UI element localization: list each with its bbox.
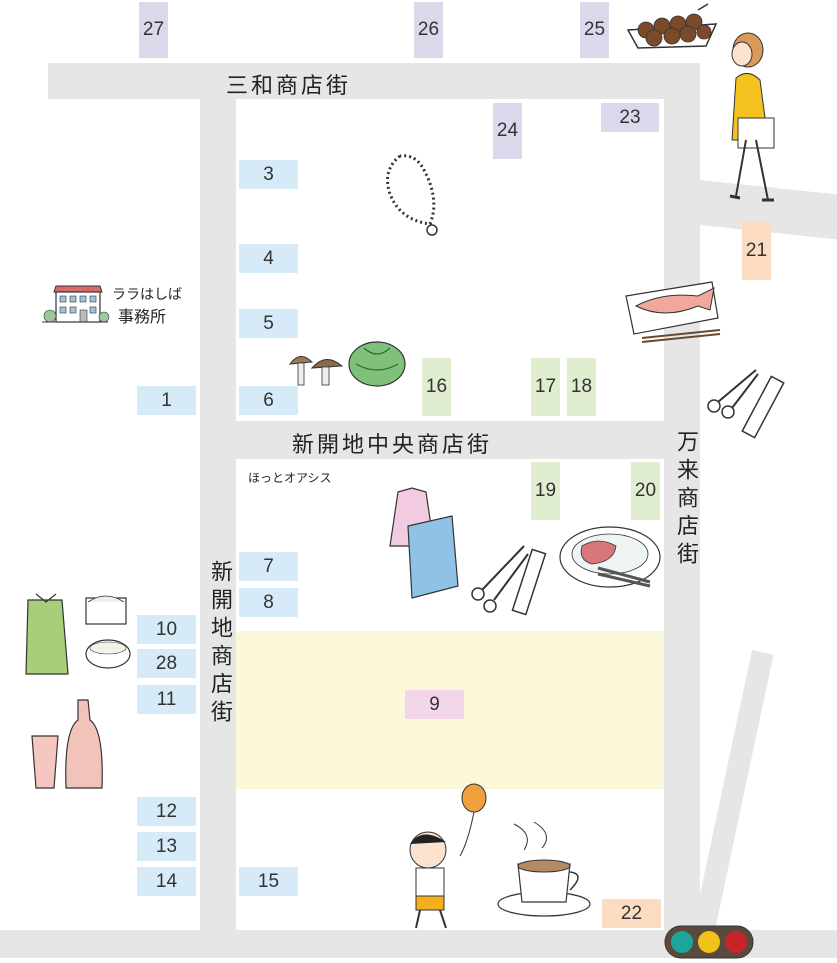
lot-25[interactable]: 25 <box>580 2 609 58</box>
lot-12[interactable]: 12 <box>137 797 196 826</box>
lot-1[interactable]: 1 <box>137 386 196 415</box>
street-name-manrai: 万来商店街 <box>673 430 698 570</box>
road-shinkaichi <box>200 99 236 931</box>
street-name-shinkaichi: 新開地商店街 <box>207 560 232 728</box>
lot-26[interactable]: 26 <box>414 2 443 58</box>
mushroom-icon <box>286 350 346 390</box>
rice-bag-icon <box>22 590 132 680</box>
lot-11[interactable]: 11 <box>137 685 196 714</box>
lot-17[interactable]: 17 <box>531 358 560 416</box>
lot-23[interactable]: 23 <box>601 103 659 132</box>
lot-27[interactable]: 27 <box>139 2 168 58</box>
coffee-cup-icon <box>494 820 594 920</box>
street-name-sanwa: 三和商店街 <box>226 74 352 99</box>
scissors-comb-icon <box>706 366 792 442</box>
street-name-chuo: 新開地中央商店街 <box>292 433 493 458</box>
lot-28[interactable]: 28 <box>137 649 196 678</box>
office-name-line2: 事務所 <box>118 307 167 326</box>
lot-21[interactable]: 21 <box>742 222 771 280</box>
lot-19[interactable]: 19 <box>531 462 560 520</box>
traffic-light-icon <box>664 925 754 959</box>
necklace-icon <box>380 150 442 240</box>
shop-label-hot-oasis: ほっとオアシス <box>248 471 332 485</box>
lot-13[interactable]: 13 <box>137 832 196 861</box>
lot-16[interactable]: 16 <box>422 358 451 416</box>
office-building-icon <box>40 280 110 326</box>
scissors-comb-icon <box>468 540 558 618</box>
road-diagonal-right <box>689 650 774 949</box>
lot-7[interactable]: 7 <box>239 552 298 581</box>
lot-10[interactable]: 10 <box>137 615 196 644</box>
road-sanwa <box>48 63 700 99</box>
meat-plate-icon <box>558 524 662 590</box>
lot-20[interactable]: 20 <box>631 462 660 520</box>
road-chuo <box>236 421 666 459</box>
sake-bottle-icon <box>28 696 110 796</box>
office-name-line1: ララはしば <box>112 287 182 303</box>
woman-walking-icon <box>710 28 780 206</box>
lot-14[interactable]: 14 <box>137 867 196 896</box>
lot-5[interactable]: 5 <box>239 309 298 338</box>
boy-balloon-icon <box>398 782 498 930</box>
clothing-icon <box>382 486 460 602</box>
takoyaki-icon <box>624 2 720 54</box>
lot-8[interactable]: 8 <box>239 588 298 617</box>
lot-4[interactable]: 4 <box>239 244 298 273</box>
lot-6[interactable]: 6 <box>239 386 298 415</box>
lot-9[interactable]: 9 <box>405 690 464 719</box>
lot-3[interactable]: 3 <box>239 160 298 189</box>
lot-15[interactable]: 15 <box>239 867 298 896</box>
lot-24[interactable]: 24 <box>493 103 522 159</box>
lot-18[interactable]: 18 <box>567 358 596 416</box>
cabbage-icon <box>346 334 408 388</box>
road-manrai <box>664 63 700 931</box>
lot-22[interactable]: 22 <box>602 899 661 928</box>
fish-icon <box>622 278 722 344</box>
